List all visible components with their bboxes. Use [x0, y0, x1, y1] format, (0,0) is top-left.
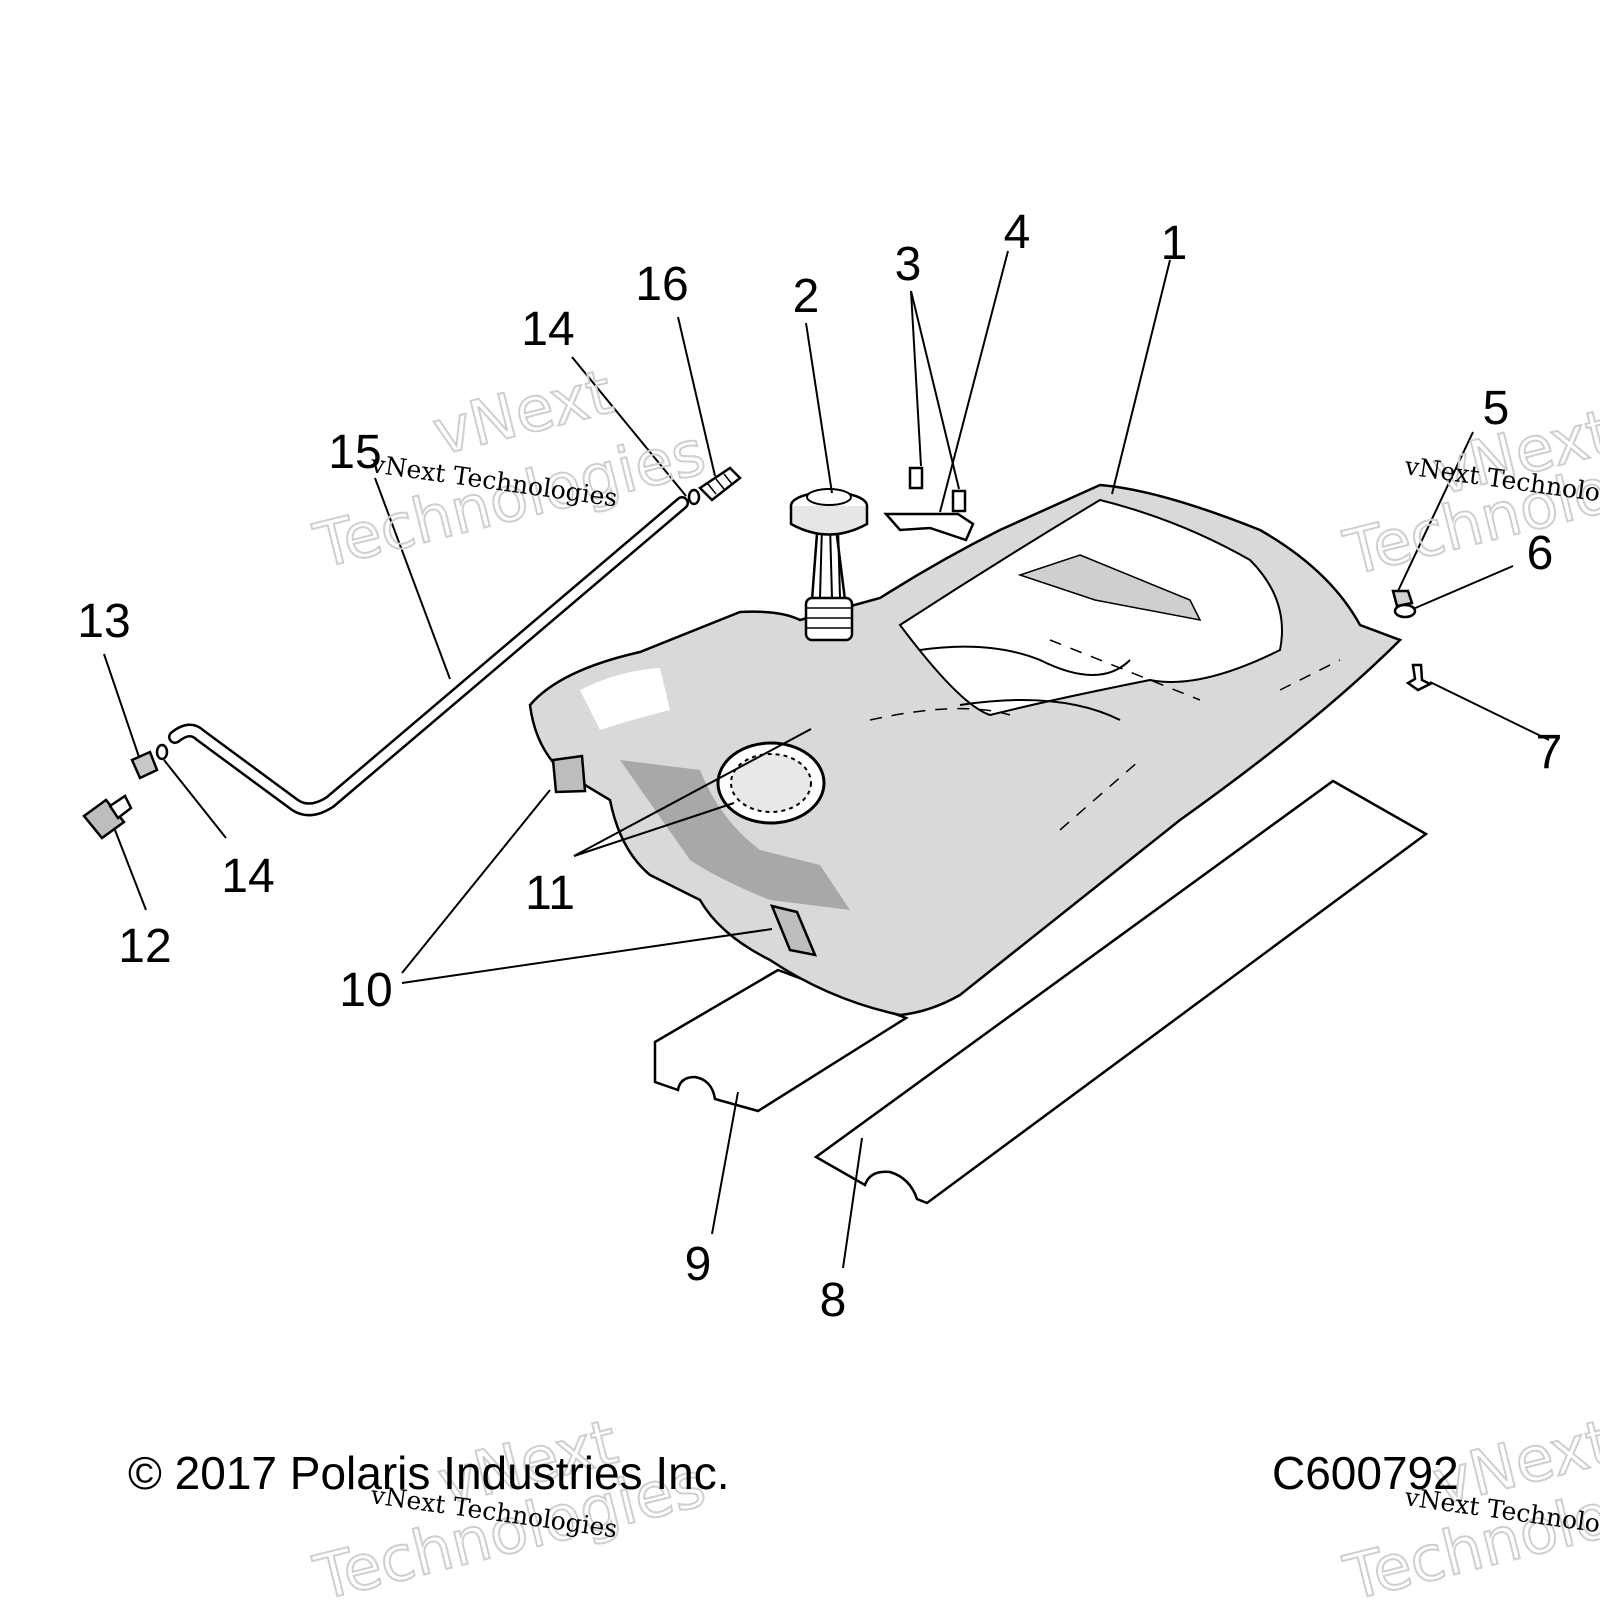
part-8-pad [813, 779, 1429, 1205]
part-6-washer [1393, 603, 1417, 619]
watermark-bottom-right: vNext Technologies vNext Technologies [1336, 1404, 1600, 1600]
callout-1: 1 [1161, 217, 1188, 270]
part-2-fuel-cap [789, 488, 869, 642]
copyright-text: © 2017 Polaris Industries Inc. [128, 1447, 730, 1499]
figure-code: C600792 [1272, 1447, 1459, 1499]
callout-14-upper: 14 [521, 303, 574, 356]
watermark-top-right: vNext Technologies vNext Technologies [1336, 394, 1600, 591]
watermark-bottom-left: vNext Technologies vNext Technologies [306, 1404, 713, 1600]
callout-9: 9 [685, 1238, 712, 1291]
callout-2: 2 [793, 270, 820, 323]
callout-6: 6 [1527, 527, 1554, 580]
leader-lines [103, 250, 1550, 1269]
part-4-bracket [883, 512, 975, 542]
part-3-bolt [908, 466, 967, 513]
callout-5: 5 [1483, 382, 1510, 435]
callout-7: 7 [1536, 726, 1563, 779]
callout-8: 8 [820, 1274, 847, 1327]
callout-16: 16 [635, 258, 688, 311]
part-1-fuel-tank [528, 483, 1403, 1017]
callout-15: 15 [328, 426, 381, 479]
callout-12: 12 [118, 920, 171, 973]
part-13-grommet [130, 750, 159, 780]
callout-14-lower: 14 [221, 850, 274, 903]
part-5-nut [1391, 589, 1414, 608]
part-14-clamp-upper [687, 488, 701, 506]
callout-labels: 1 2 3 4 5 6 7 8 9 10 11 12 13 14 14 15 1… [77, 206, 1562, 1327]
part-10-label-front [551, 754, 587, 794]
part-14-clamp-lower [155, 743, 169, 761]
part-12-valve [82, 794, 133, 840]
callout-11: 11 [525, 867, 575, 920]
part-7-clip [1405, 663, 1433, 692]
callout-10: 10 [339, 964, 392, 1017]
callout-3: 3 [895, 238, 922, 291]
part-9-pad [653, 968, 909, 1113]
part-11-pump-opening [716, 741, 826, 825]
callout-4: 4 [1004, 206, 1031, 259]
part-10-label-bottom [769, 904, 818, 957]
callout-13: 13 [77, 595, 130, 648]
